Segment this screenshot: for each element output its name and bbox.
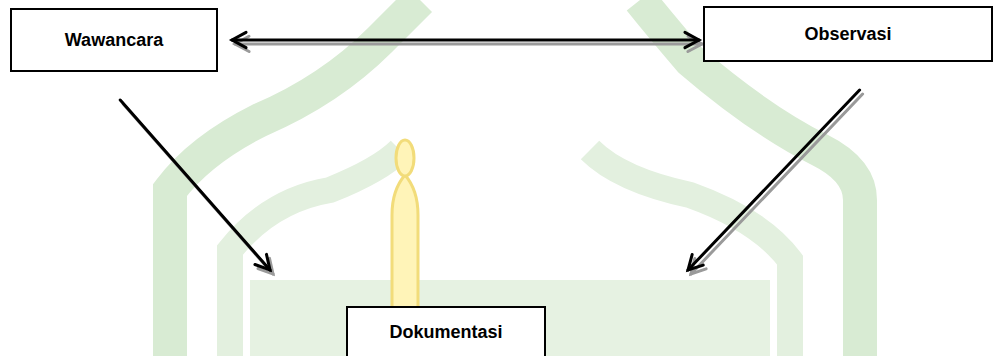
watermark-minaret-top: [396, 140, 414, 176]
process-box: Dokumentasi: [346, 306, 546, 356]
process-box: Wawancara: [10, 8, 218, 72]
arrow-head: [255, 254, 270, 270]
box-label: Observasi: [804, 24, 891, 45]
connector-stroke: [688, 90, 860, 270]
box-label: Wawancara: [65, 30, 163, 51]
connector-arrow: [232, 32, 702, 51]
connector-arrow: [688, 90, 863, 274]
arrow-head: [685, 32, 699, 47]
arrow-head: [232, 32, 246, 47]
connector-stroke: [235, 43, 702, 46]
box-label: Dokumentasi: [389, 322, 502, 343]
process-box: Observasi: [703, 6, 993, 62]
arrow-head: [688, 255, 703, 270]
connector-stroke: [120, 100, 270, 270]
connector-arrow: [120, 100, 273, 274]
connector-stroke: [232, 39, 699, 42]
connector-stroke: [691, 94, 863, 274]
